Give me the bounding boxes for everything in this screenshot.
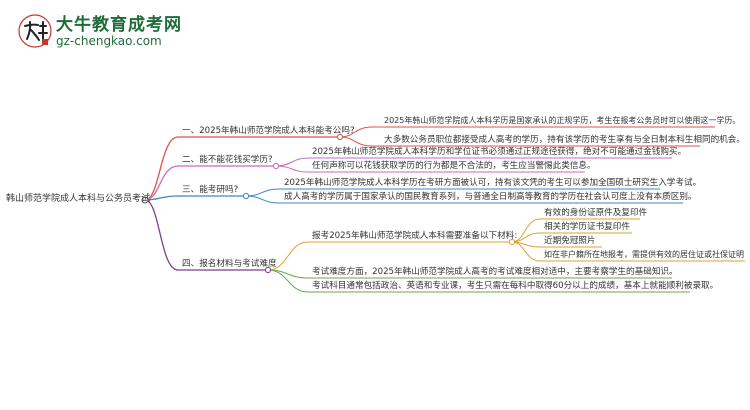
- material-item-photo: 近期免冠照片: [544, 236, 596, 246]
- connector-b2-leaf1: [275, 157, 672, 167]
- mindmap-root: 韩山师范学院成人本科与公务员考试: [6, 194, 151, 204]
- connector-b2-leaf2: [275, 165, 585, 173]
- branch-1-leaf-2: 大多数公务员职位都接受成人高考的学历，持有该学历的考生享有与全日制本科生相同的机…: [384, 135, 745, 145]
- branch-3-label: 三、能考研吗?: [182, 185, 239, 195]
- materials-node-label: 报考2025年韩山师范学院成人本科需要准备以下材料:: [312, 231, 518, 241]
- connector-materials-4: [511, 241, 745, 262]
- brand-title: 大牛教育成考网: [56, 15, 182, 35]
- branch-2-leaf-2: 任何声称可以花钱获取学历的行为都是不合法的，考生应当警惕此类信息。: [312, 161, 596, 171]
- connector-branch-1: [144, 136, 340, 201]
- connector-branch-3: [144, 195, 246, 201]
- branch-2-leaf-1: 2025年韩山师范学院成人本科学历和学位证书必须通过正规途径获得，绝对不可能通过…: [312, 147, 687, 157]
- difficulty-leaf: 考试难度方面，2025年韩山师范学院成人高考的考试难度相对适中，主要考察学生的基…: [312, 267, 678, 277]
- connector-b4-materials: [267, 241, 512, 271]
- brand-url: gz-chengkao.com: [56, 34, 162, 48]
- branch-3-leaf-1: 2025年韩山师范学院成人本科学历在考研方面被认可，持有该文凭的考生可以参加全国…: [284, 178, 702, 188]
- connector-b1-leaf2: [339, 136, 700, 147]
- material-item-diploma: 相关的学历证书复印件: [544, 222, 630, 232]
- branch-1-leaf-1: 2025年韩山师范学院成人本科学历是国家承认的正规学历，考生在报考公务员时可以使…: [384, 116, 741, 125]
- branch-1-label: 一、2025年韩山师范学院成人本科能考公吗?: [182, 126, 355, 136]
- connector-b3-leaf2: [245, 195, 683, 204]
- cow-calligraphy-logo-icon: [18, 14, 52, 48]
- connector-branch-2: [144, 165, 276, 201]
- material-item-id-card: 有效的身份证原件及复印件: [544, 208, 648, 218]
- connector-b1-leaf1: [339, 126, 715, 138]
- material-item-residence-proof: 如在非户籍所在地报考，需提供有效的居住证或社保证明: [544, 250, 744, 259]
- connector-materials-2: [511, 232, 632, 243]
- connector-b3-leaf1: [245, 188, 660, 197]
- branch-4-label: 四、报名材料与考试难度: [182, 259, 277, 269]
- branch-2-label: 二、能不能花钱买学历?: [182, 155, 273, 165]
- branch-3-leaf-2: 成人高考的学历属于国家承认的国民教育系列，与普通全日制高等教育的学历在社会认可度…: [284, 192, 697, 202]
- connector-b4-subjects: [267, 269, 690, 293]
- connector-branch-4: [144, 199, 268, 271]
- subjects-leaf: 考试科目通常包括政治、英语和专业课，考生只需在每科中取得60分以上的成绩，基本上…: [312, 281, 719, 291]
